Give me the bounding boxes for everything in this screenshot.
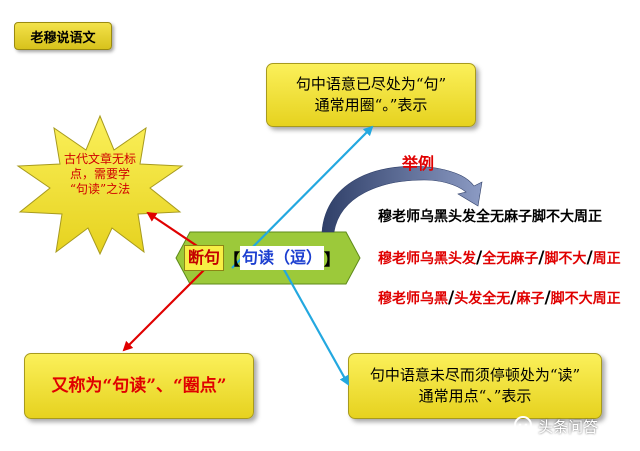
example2-seg4: 脚不大周正	[550, 291, 621, 307]
watermark-text: 头条问答	[538, 417, 599, 436]
example2-slash1: /	[448, 288, 455, 308]
example1-slash3: /	[586, 248, 593, 268]
example1-seg1: 穆老师乌黑头发	[378, 251, 476, 267]
star-line1: 古代文章无标	[63, 152, 136, 166]
sentence-definition-line2: 通常用圈“。”表示	[314, 96, 428, 114]
example-reading-1: 穆老师乌黑头发/全无麻子/脚不大/周正	[378, 248, 621, 268]
pause-definition-line1: 句中语意未尽而须停顿处为“读”	[369, 366, 581, 384]
center-term-judou: 句读（逗）	[240, 246, 325, 270]
example1-slash1: /	[476, 248, 483, 268]
example1-slash2: /	[538, 248, 545, 268]
center-label: 断句 【 句读（逗） 】	[184, 244, 340, 272]
sentence-definition-line1: 句中语意已尽处为“句”	[295, 75, 447, 93]
center-node: 断句 【 句读（逗） 】	[162, 228, 360, 288]
star-icon	[16, 114, 184, 256]
star-line3: “句读”之法	[69, 182, 131, 196]
alias-text: 又称为“句读”、“圈点”	[51, 375, 227, 396]
example1-seg4: 周正	[592, 251, 621, 267]
star-shape: 古代文章无标 点，需要学 “句读”之法	[12, 112, 188, 258]
chat-bubble-icon	[514, 416, 532, 436]
center-bracket-open: 【	[224, 250, 241, 269]
pause-definition-line2: 通常用点“、”表示	[418, 387, 532, 405]
arrow-to-pause-box	[281, 265, 349, 386]
example2-seg2: 头发全无	[454, 291, 511, 307]
arrow-to-sentence-box	[231, 125, 374, 269]
sentence-definition-box: 句中语意已尽处为“句” 通常用圈“。”表示	[266, 63, 476, 127]
star-text: 古代文章无标 点，需要学 “句读”之法	[52, 152, 148, 197]
center-term-duanju: 断句	[184, 245, 225, 271]
author-badge: 老穆说语文	[14, 22, 112, 50]
center-bracket-close: 】	[324, 250, 341, 269]
example-curve-arrow	[321, 166, 483, 233]
example2-seg3: 麻子	[516, 291, 545, 307]
example2-seg1: 穆老师乌黑	[378, 291, 448, 307]
star-line2: 点，需要学	[69, 167, 130, 181]
example-title: 举例	[402, 154, 435, 173]
alias-box: 又称为“句读”、“圈点”	[24, 353, 254, 419]
example2-slash3: /	[544, 288, 551, 308]
arrow-to-alias	[122, 261, 213, 352]
watermark: 头条问答	[512, 415, 598, 437]
example2-slash2: /	[510, 288, 517, 308]
example1-seg3: 脚不大	[544, 251, 587, 267]
example-unpunctuated: 穆老师乌黑头发全无麻子脚不大周正	[378, 209, 602, 225]
pause-definition-box: 句中语意未尽而须停顿处为“读” 通常用点“、”表示	[348, 353, 602, 419]
example1-seg2: 全无麻子	[482, 251, 539, 267]
example-reading-2: 穆老师乌黑/头发全无/麻子/脚不大周正	[378, 288, 621, 308]
